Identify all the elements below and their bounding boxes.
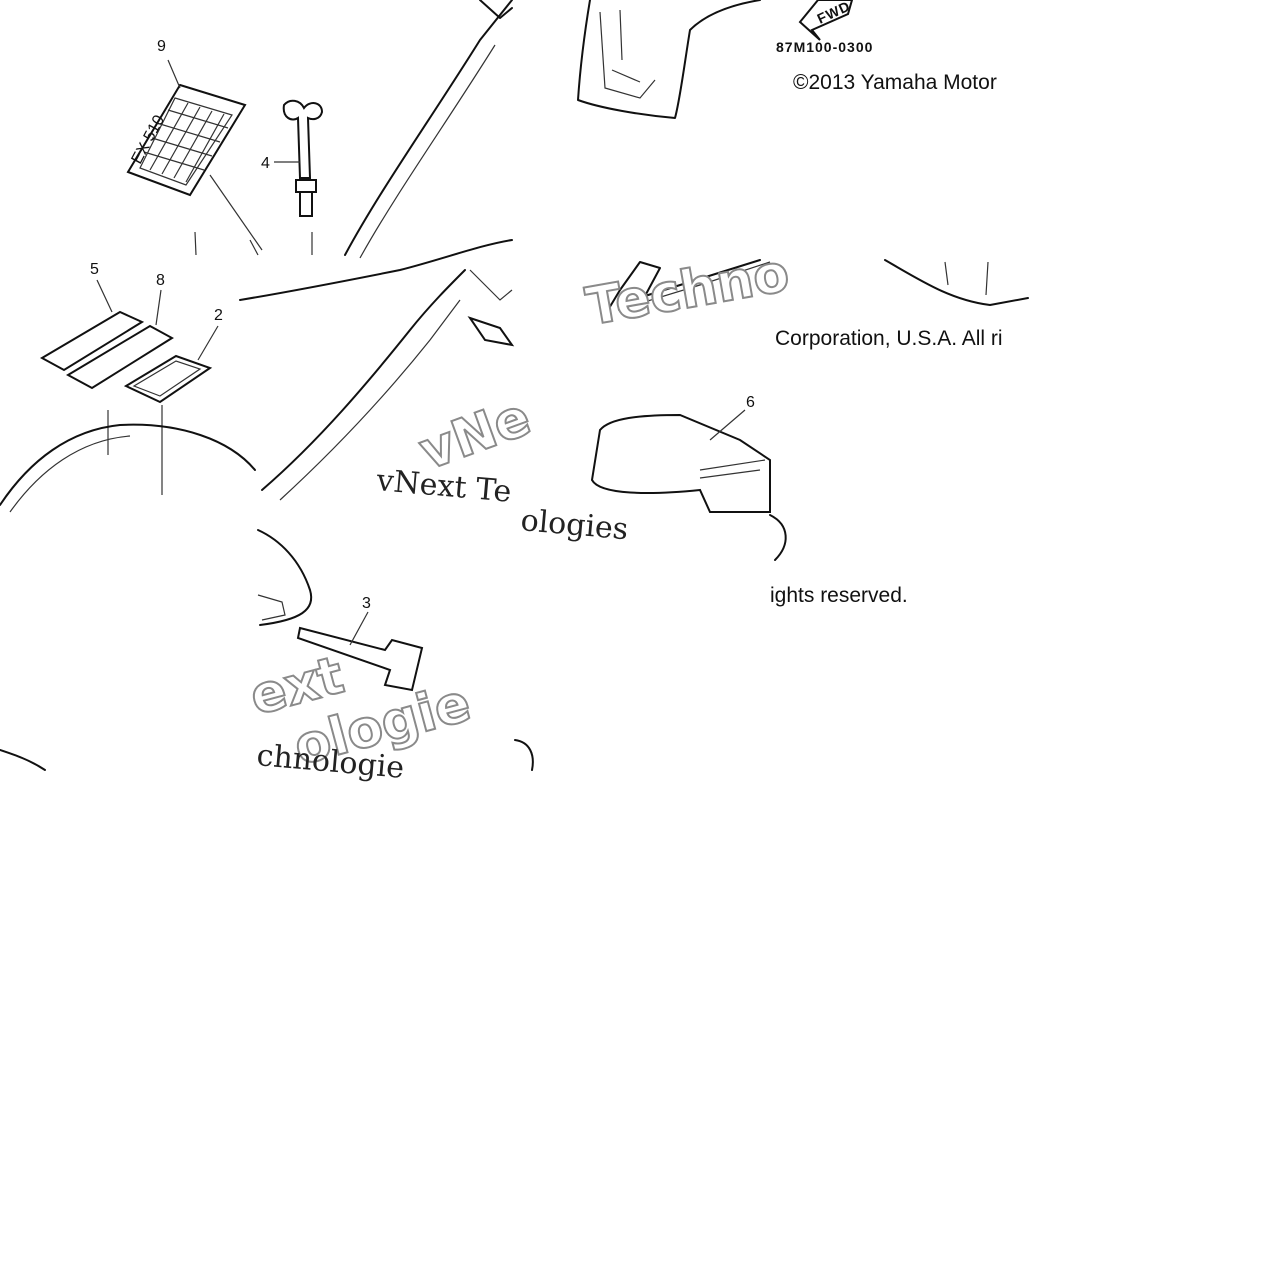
clip-bracket-inner [617,261,771,311]
copyright-line-3: ights reserved. [770,584,908,607]
upper-right-strokes [944,261,989,296]
guide-dash [194,231,259,256]
lower-fender-detail [257,594,286,621]
callout-6: 6 [746,394,755,411]
tile-lower: 3 ights reserved. [0,514,908,771]
lower-mid-edge [514,739,534,771]
callout-4: 4 [261,155,270,172]
leader-5 [96,279,113,313]
wheel-arc-outer [0,423,256,506]
callout-5: 5 [90,261,99,278]
tile-middle-center: Corporation, U.S.A. All ri 6 [590,259,1029,513]
upper-right-edge [884,259,1029,306]
label-part-2 [123,354,213,404]
leader-8 [155,289,162,326]
leader-3 [349,611,369,646]
callout-9: 9 [157,38,166,55]
lower-fender-bracket [257,529,313,626]
fender-top-rim [479,0,513,19]
tile-top-middle: FWD 87M100-0300 ©2013 Yamaha Motor [577,0,997,119]
bracket-inner [599,9,656,99]
bracket-outline [577,0,761,119]
guide-9 [209,174,263,251]
copyright-line-1: ©2013 Yamaha Motor [793,71,997,94]
clip-bracket [607,259,761,311]
registration-plate-part-9: EX 510 [126,83,247,197]
fender-upper-inner [359,44,496,259]
leader-2 [197,325,219,361]
part-code: 87M100-0300 [776,39,873,55]
wheel-arc-inner [9,435,131,513]
label-part-5 [39,310,145,372]
callout-8: 8 [156,272,165,289]
cover-part-6 [590,413,771,513]
callout-3: 3 [362,595,371,612]
watermark-3: vNe [412,387,538,482]
copyright-line-2: Corporation, U.S.A. All ri [775,327,1003,350]
fender-diagonal-inner [279,299,461,501]
fwd-arrow-icon: FWD [798,0,854,41]
fender-bracket-right [467,316,515,347]
lower-right-edge [769,514,787,561]
fender-bracket-detail [469,269,513,301]
watermarks: Techno vNext Te vNe ologies ext ologie c… [243,242,795,786]
label-part-8 [65,324,174,390]
lower-left-arc [0,749,46,771]
tile-middle-left: 5 8 2 [0,239,515,513]
rod-part-3 [296,626,424,692]
leader-6 [709,409,746,441]
fender-main-edge [239,239,513,301]
fender-diagonal [261,269,466,491]
watermark-1: Techno [582,243,794,338]
tile-top-left: EX 510 9 4 [126,0,513,259]
callout-2: 2 [214,307,223,324]
bolt-part-4 [282,99,324,217]
watermark-4: ologies [519,503,629,547]
leader-9 [167,59,181,89]
fender-upper-edge [344,0,513,256]
